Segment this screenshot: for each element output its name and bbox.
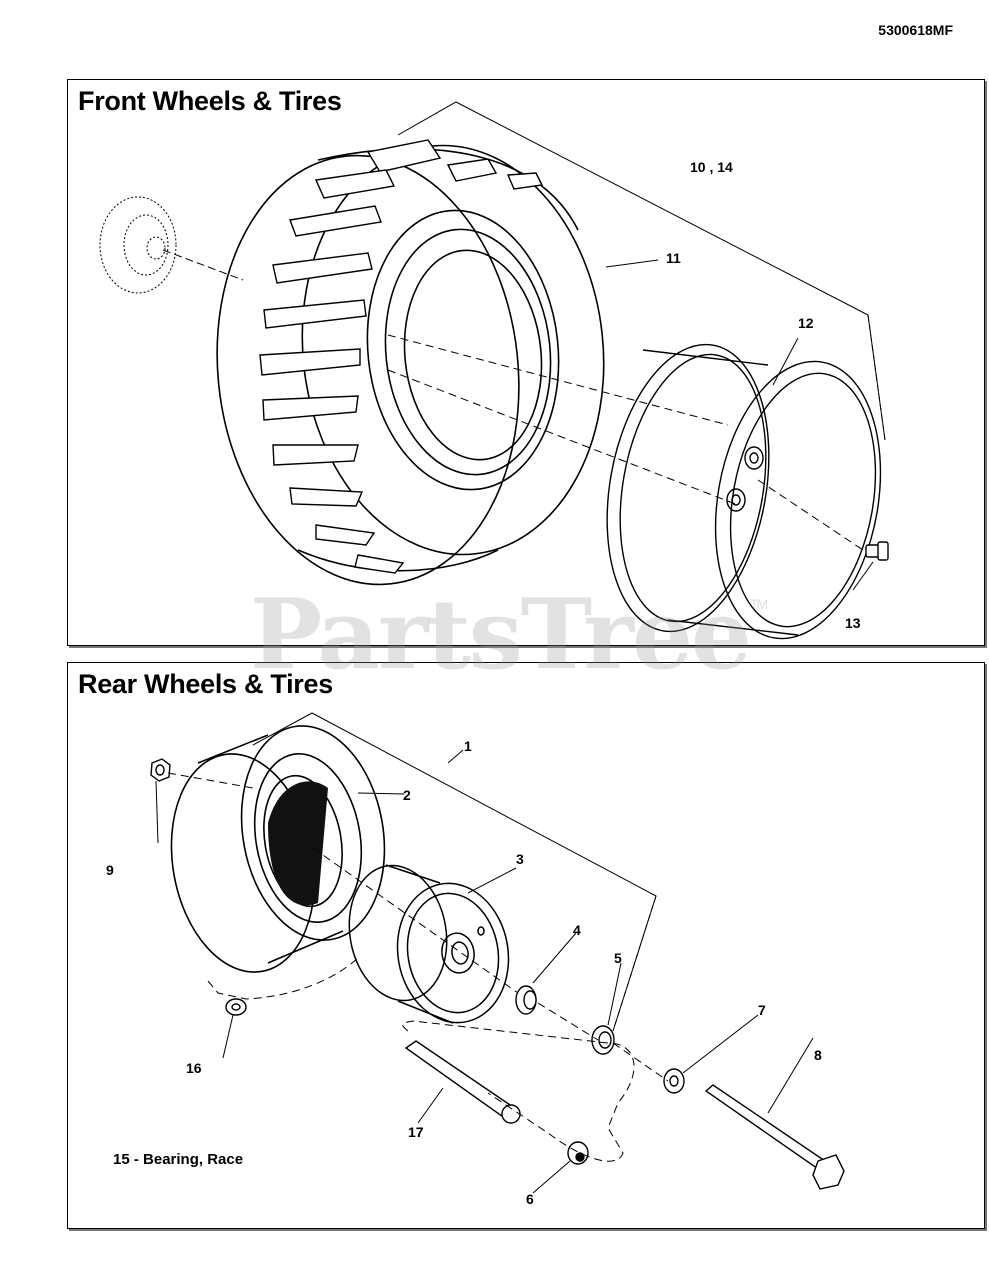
- front-rim-drawing: [606, 343, 882, 640]
- rear-seal-drawing: [591, 1025, 615, 1055]
- callout-2: 2: [403, 787, 411, 803]
- rear-bolt-drawing: [704, 1084, 845, 1190]
- rear-rim-drawing: [348, 864, 510, 1024]
- callout-10-14: 10 , 14: [690, 159, 733, 175]
- rear-tire-drawing: [170, 725, 386, 973]
- document-id: 5300618MF: [878, 22, 953, 38]
- callout-4: 4: [573, 922, 581, 938]
- callout-12: 12: [798, 315, 814, 331]
- front-wheels-diagram: 10 , 14 11 12 13: [99, 101, 889, 640]
- front-leader-lines: [387, 101, 886, 591]
- rear-wheels-panel: 1 2 3 4 5 6 7 8 9 16 17 Rear Wheels & Ti…: [67, 662, 985, 1229]
- callout-13: 13: [845, 615, 861, 631]
- rear-spacer-6-drawing: [567, 1141, 589, 1165]
- callout-5: 5: [614, 950, 622, 966]
- callout-16: 16: [186, 1060, 202, 1076]
- front-tire-tread-drawing: [259, 139, 544, 574]
- rear-washer-drawing: [663, 1068, 685, 1094]
- front-bolt-drawing: [865, 541, 889, 561]
- front-hub-drawing: [99, 196, 177, 294]
- rear-axle-17-drawing: [404, 1040, 521, 1124]
- callout-8: 8: [814, 1047, 822, 1063]
- rear-bearing-drawing: [515, 985, 537, 1015]
- rear-leader-lines: [155, 712, 814, 1194]
- rear-nut-drawing: [150, 758, 171, 782]
- callout-1: 1: [464, 738, 472, 754]
- callout-9: 9: [106, 862, 114, 878]
- front-panel-title: Front Wheels & Tires: [78, 86, 342, 116]
- callout-11: 11: [666, 250, 681, 266]
- front-wheels-panel: 10 , 14 11 12 13 Front Wheels & Tires: [67, 79, 985, 646]
- callout-7: 7: [758, 1002, 766, 1018]
- callout-6: 6: [526, 1191, 534, 1207]
- rear-panel-title: Rear Wheels & Tires: [78, 669, 333, 699]
- rear-spacer-16-drawing: [225, 998, 247, 1016]
- rear-wheels-diagram: 1 2 3 4 5 6 7 8 9 16 17: [106, 712, 845, 1207]
- callout-3: 3: [516, 851, 524, 867]
- callout-17: 17: [408, 1124, 424, 1140]
- rear-tire-interior-shadow: [268, 781, 328, 906]
- bearing-race-note: 15 - Bearing, Race: [113, 1151, 244, 1168]
